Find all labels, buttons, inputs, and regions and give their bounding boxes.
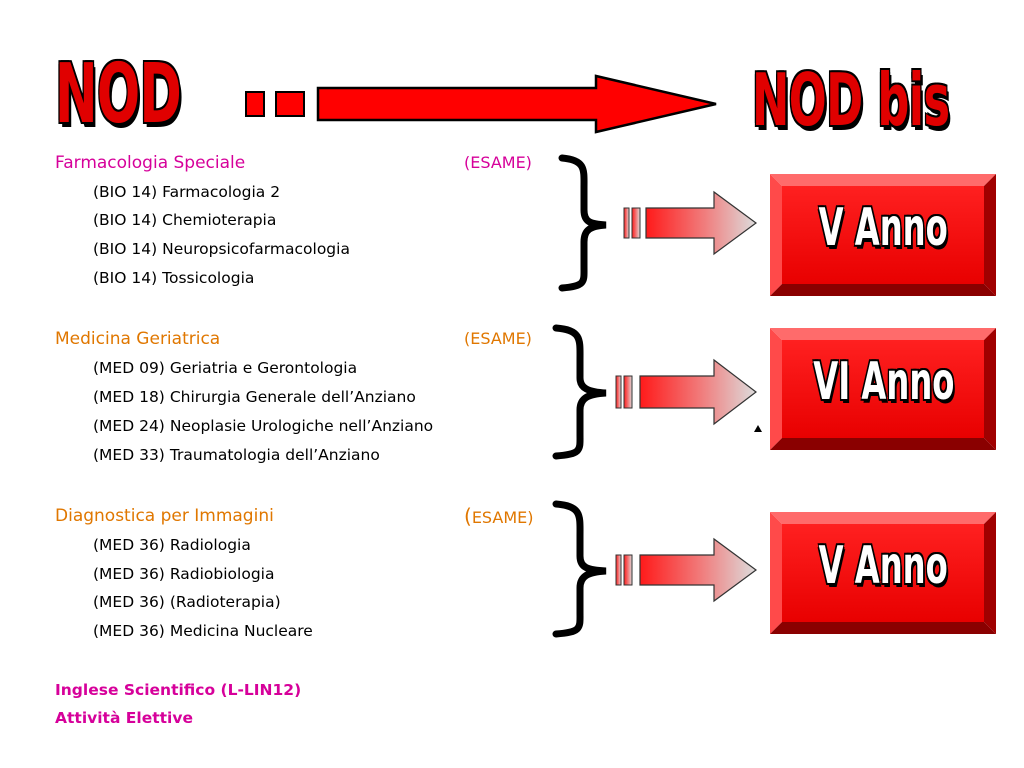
exam-label-1: (ESAME)	[464, 152, 532, 174]
course-title-1: Farmacologia Speciale	[55, 153, 246, 173]
arrow-3	[615, 537, 758, 603]
year-label-text-2: VI Anno	[813, 352, 955, 412]
year-box-2: VI Anno	[770, 328, 996, 450]
subject-code: (MED 18)	[93, 388, 165, 406]
footer-item-1: Inglese Scientifico (L-LIN12)	[55, 681, 302, 699]
subject-2-2: (MED 18)Chirurgia Generale dell’Anziano	[93, 386, 416, 408]
subject-3-3: (MED 36)(Radioterapia)	[93, 591, 281, 613]
year-box-2-bevel	[770, 328, 996, 450]
subject-1-3: (BIO 14)Neuropsicofarmacologia	[93, 238, 350, 260]
year-box-1-bevel	[770, 174, 996, 296]
subject-code: (BIO 14)	[93, 183, 158, 201]
subject-code: (MED 36)	[93, 536, 165, 554]
arrow-1	[623, 190, 758, 256]
subject-2-3: (MED 24)Neoplasie Urologiche nell’Anzian…	[93, 415, 433, 437]
subject-code: (BIO 14)	[93, 240, 158, 258]
year-label-2: VI Anno	[770, 352, 996, 412]
subject-name: Chirurgia Generale dell’Anziano	[169, 388, 416, 406]
subject-name: (Radioterapia)	[169, 593, 281, 611]
year-label-text-3: V Anno	[818, 536, 948, 596]
subject-1-4: (BIO 14)Tossicologia	[93, 267, 254, 289]
subject-code: (MED 09)	[93, 359, 165, 377]
exam-open-paren-3: (	[464, 504, 472, 528]
subject-code: (MED 36)	[93, 622, 165, 640]
year-box-3: V Anno	[770, 512, 996, 634]
subject-name: Radiobiologia	[169, 565, 275, 583]
nod-title: NOD	[55, 47, 182, 142]
brace-3	[552, 500, 607, 638]
subject-name: Chemioterapia	[162, 211, 277, 229]
subject-3-2: (MED 36)Radiobiologia	[93, 563, 274, 585]
subject-name: Neuropsicofarmacologia	[162, 240, 350, 258]
subject-code: (MED 36)	[93, 565, 165, 583]
exam-label-3: (ESAME)	[464, 505, 533, 529]
subject-name: Tossicologia	[162, 269, 255, 287]
year-label-text-1: V Anno	[818, 198, 948, 258]
subject-code: (BIO 14)	[93, 211, 158, 229]
subject-name: Farmacologia 2	[162, 183, 281, 201]
subject-3-4: (MED 36)Medicina Nucleare	[93, 620, 313, 642]
small-triangle-marker	[754, 425, 762, 432]
year-box-3-bevel	[770, 512, 996, 634]
exam-label-2: (ESAME)	[464, 328, 532, 350]
course-title-3: Diagnostica per Immagini	[55, 506, 274, 526]
subject-name: Geriatria e Gerontologia	[169, 359, 358, 377]
exam-open-paren-1: (	[464, 153, 471, 172]
exam-text-2: ESAME)	[470, 329, 532, 348]
nod-bis-title: NOD bis	[752, 58, 950, 142]
subject-code: (MED 36)	[93, 593, 165, 611]
footer-item-2: Attività Elettive	[55, 709, 193, 727]
exam-open-paren-2: (	[464, 329, 471, 348]
subject-1-1: (BIO 14)Farmacologia 2	[93, 181, 280, 203]
exam-text-1: ESAME)	[470, 153, 532, 172]
subject-name: Neoplasie Urologiche nell’Anziano	[169, 417, 434, 435]
header-arrow	[245, 74, 717, 134]
subject-3-1: (MED 36)Radiologia	[93, 534, 251, 556]
subject-1-2: (BIO 14)Chemioterapia	[93, 209, 276, 231]
subject-2-1: (MED 09)Geriatria e Gerontologia	[93, 357, 357, 379]
year-label-3: V Anno	[770, 536, 996, 596]
brace-1	[558, 154, 607, 292]
year-label-1: V Anno	[770, 198, 996, 258]
subject-name: Medicina Nucleare	[169, 622, 313, 640]
course-title-2: Medicina Geriatrica	[55, 329, 221, 349]
brace-2	[552, 324, 607, 460]
subject-name: Radiologia	[169, 536, 251, 554]
subject-code: (MED 24)	[93, 417, 165, 435]
subject-code: (BIO 14)	[93, 269, 158, 287]
exam-text-3: ESAME)	[471, 508, 534, 527]
subject-2-4: (MED 33)Traumatologia dell’Anziano	[93, 444, 380, 466]
subject-name: Traumatologia dell’Anziano	[169, 446, 380, 464]
year-box-1: V Anno	[770, 174, 996, 296]
subject-code: (MED 33)	[93, 446, 165, 464]
arrow-2	[615, 358, 757, 426]
